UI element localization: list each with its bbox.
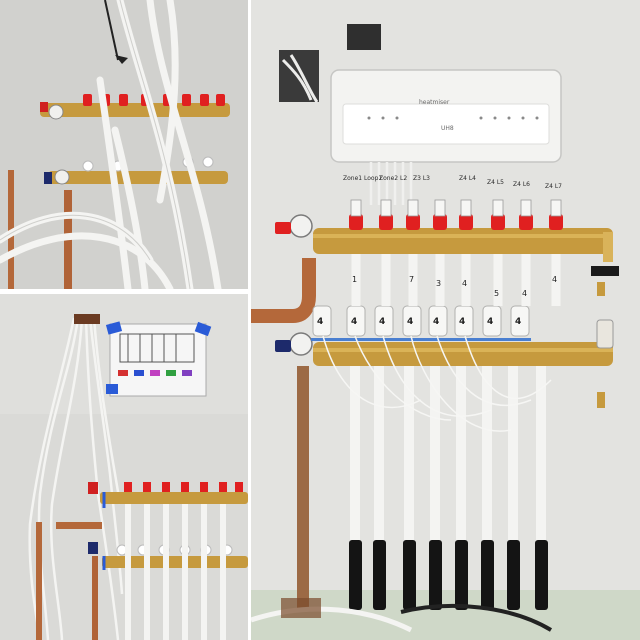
zone-label: Z4 L4	[459, 175, 476, 182]
bottom-left-photo	[0, 294, 248, 640]
controller-model: UH8	[441, 125, 454, 132]
wiring-diagram-sheet	[109, 323, 207, 397]
pex-pipes-lower	[350, 366, 546, 545]
pipe-insulation	[349, 540, 548, 610]
manifold-bar-lower	[48, 171, 228, 184]
actuator-mark: 4	[487, 317, 493, 327]
manifold-bar-upper	[100, 492, 248, 504]
zone-label: Z4 L6	[513, 181, 530, 188]
top-left-photo	[0, 0, 248, 289]
actuator-mark: 4	[407, 317, 413, 327]
gauge-icon	[48, 104, 64, 120]
manifold-bar-upper	[313, 228, 613, 254]
wall-opening	[347, 24, 381, 50]
pressure-gauge-icon	[289, 214, 313, 238]
blue-valve-handle	[275, 340, 291, 352]
pipe-number: 5	[494, 289, 499, 298]
zone-label: Zone2 L2	[379, 175, 407, 182]
zone-label: Z3 L3	[413, 175, 430, 182]
actuator-mark: 4	[351, 317, 357, 327]
copper-pipe	[297, 366, 309, 610]
zone-label: Z4 L7	[545, 183, 562, 190]
flow-meter-caps	[349, 214, 563, 230]
pipe-number: 4	[552, 275, 557, 284]
pipe-number: 7	[409, 275, 414, 284]
manifold-photo-top-left	[0, 0, 248, 289]
manifold-photo-right: heatmiser UH8 Zone1 Loop1 Zone2 L2 Z3 L3…	[251, 0, 640, 640]
pipe-number: 4	[522, 289, 527, 298]
manifold-bar-lower	[313, 342, 613, 366]
zone-label: Zone1 Loop1	[343, 175, 382, 182]
pex-pipes-upper	[351, 254, 561, 306]
pipe-number: 4	[462, 279, 467, 288]
right-photo: heatmiser UH8 Zone1 Loop1 Zone2 L2 Z3 L3…	[251, 0, 640, 640]
wiring-photo-bottom-left	[0, 294, 248, 640]
controller-brand: heatmiser	[419, 99, 450, 106]
zone-label: Z4 L5	[487, 179, 504, 186]
red-valve-handle	[275, 222, 291, 234]
pipe-number: 3	[436, 279, 441, 288]
manifold-bar-upper	[40, 103, 230, 117]
thermal-actuators	[312, 305, 530, 337]
actuator-mark: 4	[317, 317, 323, 327]
actuator-mark: 4	[459, 317, 465, 327]
actuator-mark: 4	[515, 317, 521, 327]
actuator-mark: 4	[433, 317, 439, 327]
manifold-bar-lower	[102, 556, 248, 568]
actuator-mark: 4	[379, 317, 385, 327]
pressure-gauge-icon	[289, 332, 313, 356]
copper-pipe	[251, 258, 316, 323]
pipe-number: 1	[352, 275, 357, 284]
